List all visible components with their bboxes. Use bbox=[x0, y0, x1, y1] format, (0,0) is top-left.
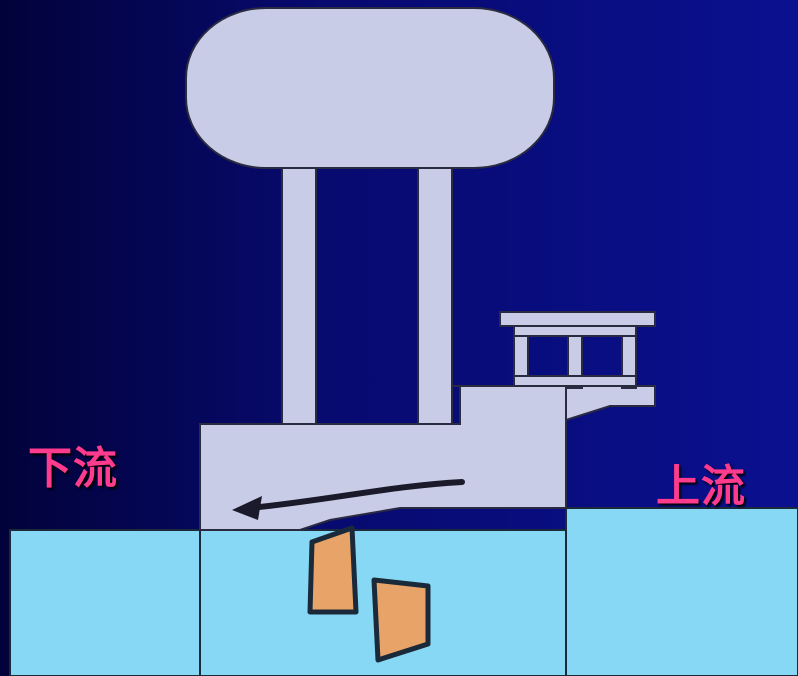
hoist-housing bbox=[185, 7, 555, 169]
right-column bbox=[417, 167, 453, 425]
upstream-water bbox=[565, 507, 798, 676]
pier-body bbox=[199, 385, 567, 531]
upper-gate-leaf bbox=[307, 525, 359, 615]
left-column bbox=[281, 167, 317, 425]
lower-gate-leaf bbox=[371, 577, 431, 663]
upstream-label: 上流 bbox=[656, 461, 746, 512]
bridge-railing bbox=[499, 311, 656, 389]
flow-arrowhead bbox=[232, 496, 262, 520]
downstream-water bbox=[9, 529, 201, 676]
downstream-label: 下流 bbox=[28, 443, 118, 494]
flow-arrow bbox=[247, 479, 465, 511]
